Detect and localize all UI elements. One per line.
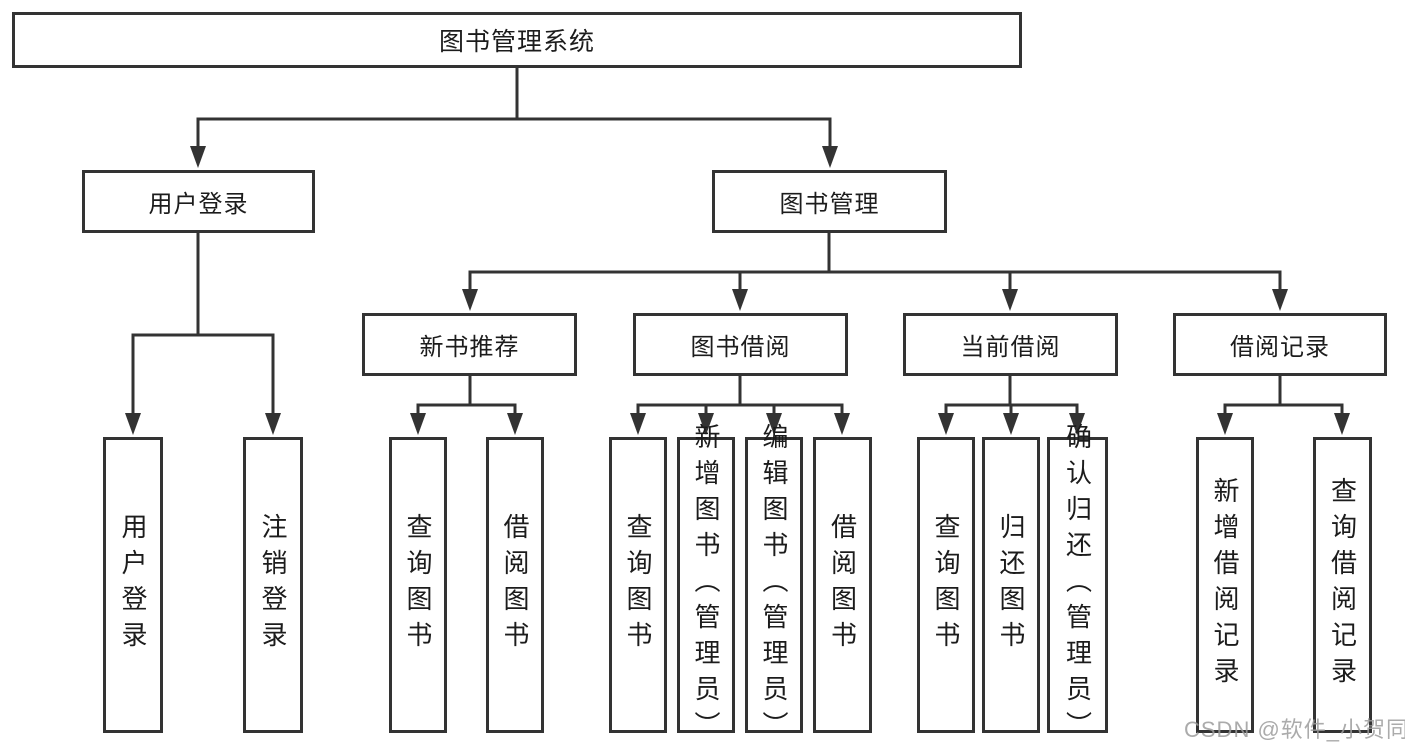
leaf-query-books-2: 查询图书 bbox=[609, 437, 667, 733]
node-user-login-label: 用户登录 bbox=[148, 191, 249, 218]
leaf-return-books-label: 归还图书 bbox=[996, 513, 1026, 657]
arrow-down-icons bbox=[125, 146, 1350, 435]
leaf-borrow-books-1: 借阅图书 bbox=[486, 437, 544, 733]
leaf-query-books-2-label: 查询图书 bbox=[623, 513, 653, 657]
leaf-confirm-return-admin: 确认归还（管理员） bbox=[1047, 423, 1108, 747]
node-current-borrow: 当前借阅 bbox=[903, 313, 1118, 376]
leaf-add-borrow-record-label: 新增借阅记录 bbox=[1210, 477, 1240, 693]
leaf-query-borrow-record-label: 查询借阅记录 bbox=[1327, 477, 1358, 693]
node-borrow-records-label: 借阅记录 bbox=[1230, 334, 1330, 361]
node-current-borrow-label: 当前借阅 bbox=[960, 334, 1061, 361]
node-book-management-label: 图书管理 bbox=[779, 191, 880, 218]
leaf-add-books-admin: 新增图书（管理员） bbox=[677, 423, 735, 747]
node-new-book-recommend: 新书推荐 bbox=[362, 313, 577, 376]
node-root: 图书管理系统 bbox=[12, 12, 1022, 68]
node-book-borrow: 图书借阅 bbox=[633, 313, 848, 376]
leaf-query-books-3-label: 查询图书 bbox=[931, 513, 961, 657]
node-book-borrow-label: 图书借阅 bbox=[690, 334, 791, 361]
leaf-user-login: 用户登录 bbox=[103, 437, 163, 733]
node-new-book-recommend-label: 新书推荐 bbox=[419, 334, 520, 361]
node-root-label: 图书管理系统 bbox=[438, 28, 595, 56]
node-borrow-records: 借阅记录 bbox=[1173, 313, 1387, 376]
leaf-borrow-books-1-label: 借阅图书 bbox=[500, 513, 530, 657]
leaf-add-books-admin-label: 新增图书（管理员） bbox=[691, 423, 721, 747]
leaf-logout-label: 注销登录 bbox=[258, 513, 288, 657]
node-book-management: 图书管理 bbox=[712, 170, 947, 233]
node-user-login: 用户登录 bbox=[82, 170, 315, 233]
leaf-query-books-3: 查询图书 bbox=[917, 437, 975, 733]
leaf-return-books: 归还图书 bbox=[982, 437, 1040, 733]
leaf-query-books-1-label: 查询图书 bbox=[403, 513, 433, 657]
leaf-query-books-1: 查询图书 bbox=[389, 437, 447, 733]
leaf-query-borrow-record: 查询借阅记录 bbox=[1313, 437, 1372, 733]
leaf-user-login-label: 用户登录 bbox=[118, 513, 148, 657]
leaf-edit-books-admin-label: 编辑图书（管理员） bbox=[759, 423, 789, 747]
leaf-edit-books-admin: 编辑图书（管理员） bbox=[745, 423, 803, 747]
leaf-confirm-return-admin-label: 确认归还（管理员） bbox=[1062, 423, 1093, 747]
leaf-add-borrow-record: 新增借阅记录 bbox=[1196, 437, 1254, 733]
leaf-borrow-books-2-label: 借阅图书 bbox=[827, 513, 858, 657]
leaf-logout: 注销登录 bbox=[243, 437, 303, 733]
watermark: CSDN @软件_小贺同学 bbox=[1184, 717, 1405, 742]
leaf-borrow-books-2: 借阅图书 bbox=[813, 437, 872, 733]
